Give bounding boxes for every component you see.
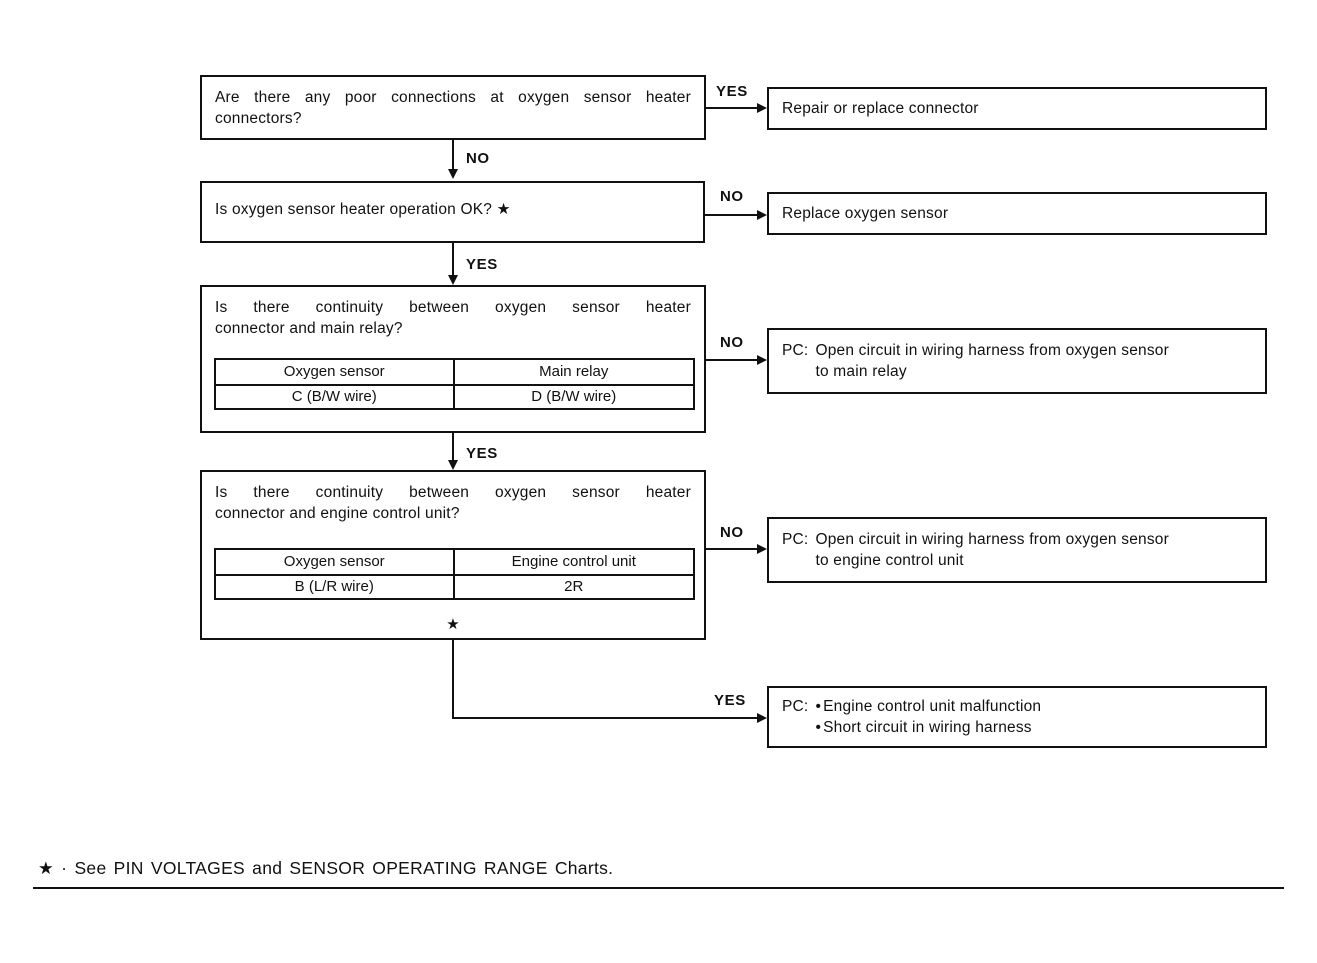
question-text-line1: Is there continuity between oxygen senso… — [215, 484, 691, 501]
question-box-continuity-main-relay: Is there continuity between oxygen senso… — [200, 285, 706, 433]
result-text-line1: Open circuit in wiring harness from oxyg… — [815, 531, 1169, 548]
branch-label-no-4: NO — [720, 524, 744, 541]
table-cell-oxygen-sensor-pin: C (B/W wire) — [216, 386, 455, 408]
arrowhead-right-icon — [757, 210, 767, 220]
branch-label-yes-1: YES — [716, 83, 748, 100]
branch-label-no-down-1: NO — [466, 150, 490, 167]
connector-line — [452, 139, 454, 170]
result-box-replace-sensor: Replace oxygen sensor — [767, 192, 1267, 235]
table-cell-ecu-pin: 2R — [564, 578, 584, 595]
arrowhead-right-icon — [757, 544, 767, 554]
question-text-line2: connectors? — [215, 110, 302, 127]
table-header-oxygen-sensor: Oxygen sensor — [216, 360, 455, 386]
result-text: Repair or replace connector — [782, 99, 979, 117]
question-text-line1: Is there continuity between oxygen senso… — [215, 299, 691, 316]
connector-line — [706, 359, 760, 361]
connector-line — [452, 717, 758, 719]
result-box-repair-connector: Repair or replace connector — [767, 87, 1267, 130]
question-text-line2: connector and engine control unit? — [215, 505, 460, 522]
result-box-open-circuit-ecu: PC: Open circuit in wiring harness from … — [767, 517, 1267, 583]
pc-prefix: PC: — [782, 698, 809, 715]
footnote-text: ★ · See PIN VOLTAGES and SENSOR OPERATIN… — [38, 858, 614, 878]
arrowhead-down-icon — [448, 169, 458, 179]
result-bullet-text: Short circuit in wiring harness — [823, 719, 1032, 736]
result-bullet-text: Engine control unit malfunction — [823, 698, 1042, 715]
pc-prefix: PC: — [782, 342, 809, 359]
pin-table-ecu: Oxygen sensor Engine control unit B (L/R… — [214, 548, 695, 600]
footnote-rule — [33, 887, 1284, 889]
arrowhead-right-icon — [757, 355, 767, 365]
arrowhead-down-icon — [448, 460, 458, 470]
branch-label-yes-down-2: YES — [466, 256, 498, 273]
result-box-open-circuit-main-relay: PC: Open circuit in wiring harness from … — [767, 328, 1267, 394]
result-text-line2: to engine control unit — [815, 552, 964, 569]
question-text: Is oxygen sensor heater operation OK? ★ — [215, 201, 511, 218]
arrowhead-right-icon — [757, 713, 767, 723]
table-header-engine-control-unit: Engine control unit — [454, 550, 693, 576]
pc-prefix: PC: — [782, 531, 809, 548]
connector-line — [452, 433, 454, 461]
table-header-main-relay: Main relay — [454, 360, 693, 386]
question-text-line2: connector and main relay? — [215, 320, 403, 337]
pin-table-main-relay: Oxygen sensor Main relay C (B/W wire) D … — [214, 358, 695, 410]
connector-line — [452, 243, 454, 276]
branch-label-yes-down-3: YES — [466, 445, 498, 462]
question-box-continuity-ecu: Is there continuity between oxygen senso… — [200, 470, 706, 640]
question-box-poor-connections: Are there any poor connections at oxygen… — [200, 75, 706, 140]
branch-label-yes-final: YES — [714, 692, 746, 709]
result-text-line2: to main relay — [815, 363, 907, 380]
question-box-heater-operation: Is oxygen sensor heater operation OK? ★ — [200, 181, 705, 243]
connector-line — [705, 214, 760, 216]
bullet-icon: • — [815, 719, 822, 736]
table-cell-oxygen-sensor-pin: B (L/R wire) — [216, 576, 455, 598]
result-box-ecu-malfunction: PC: • Engine control unit malfunction • … — [767, 686, 1267, 748]
connector-line — [452, 640, 454, 719]
table-header-oxygen-sensor: Oxygen sensor — [216, 550, 455, 576]
question-text-line1: Are there any poor connections at oxygen… — [215, 89, 691, 106]
arrowhead-down-icon — [448, 275, 458, 285]
arrowhead-right-icon — [757, 103, 767, 113]
footnote-star-icon: ★ — [446, 616, 460, 633]
bullet-icon: • — [815, 698, 822, 715]
table-cell-main-relay-pin: D (B/W wire) — [531, 388, 617, 405]
result-text: Replace oxygen sensor — [782, 204, 949, 222]
connector-line — [706, 107, 760, 109]
branch-label-no-3: NO — [720, 334, 744, 351]
connector-line — [706, 548, 760, 550]
branch-label-no-2: NO — [720, 188, 744, 205]
result-text-line1: Open circuit in wiring harness from oxyg… — [815, 342, 1169, 359]
